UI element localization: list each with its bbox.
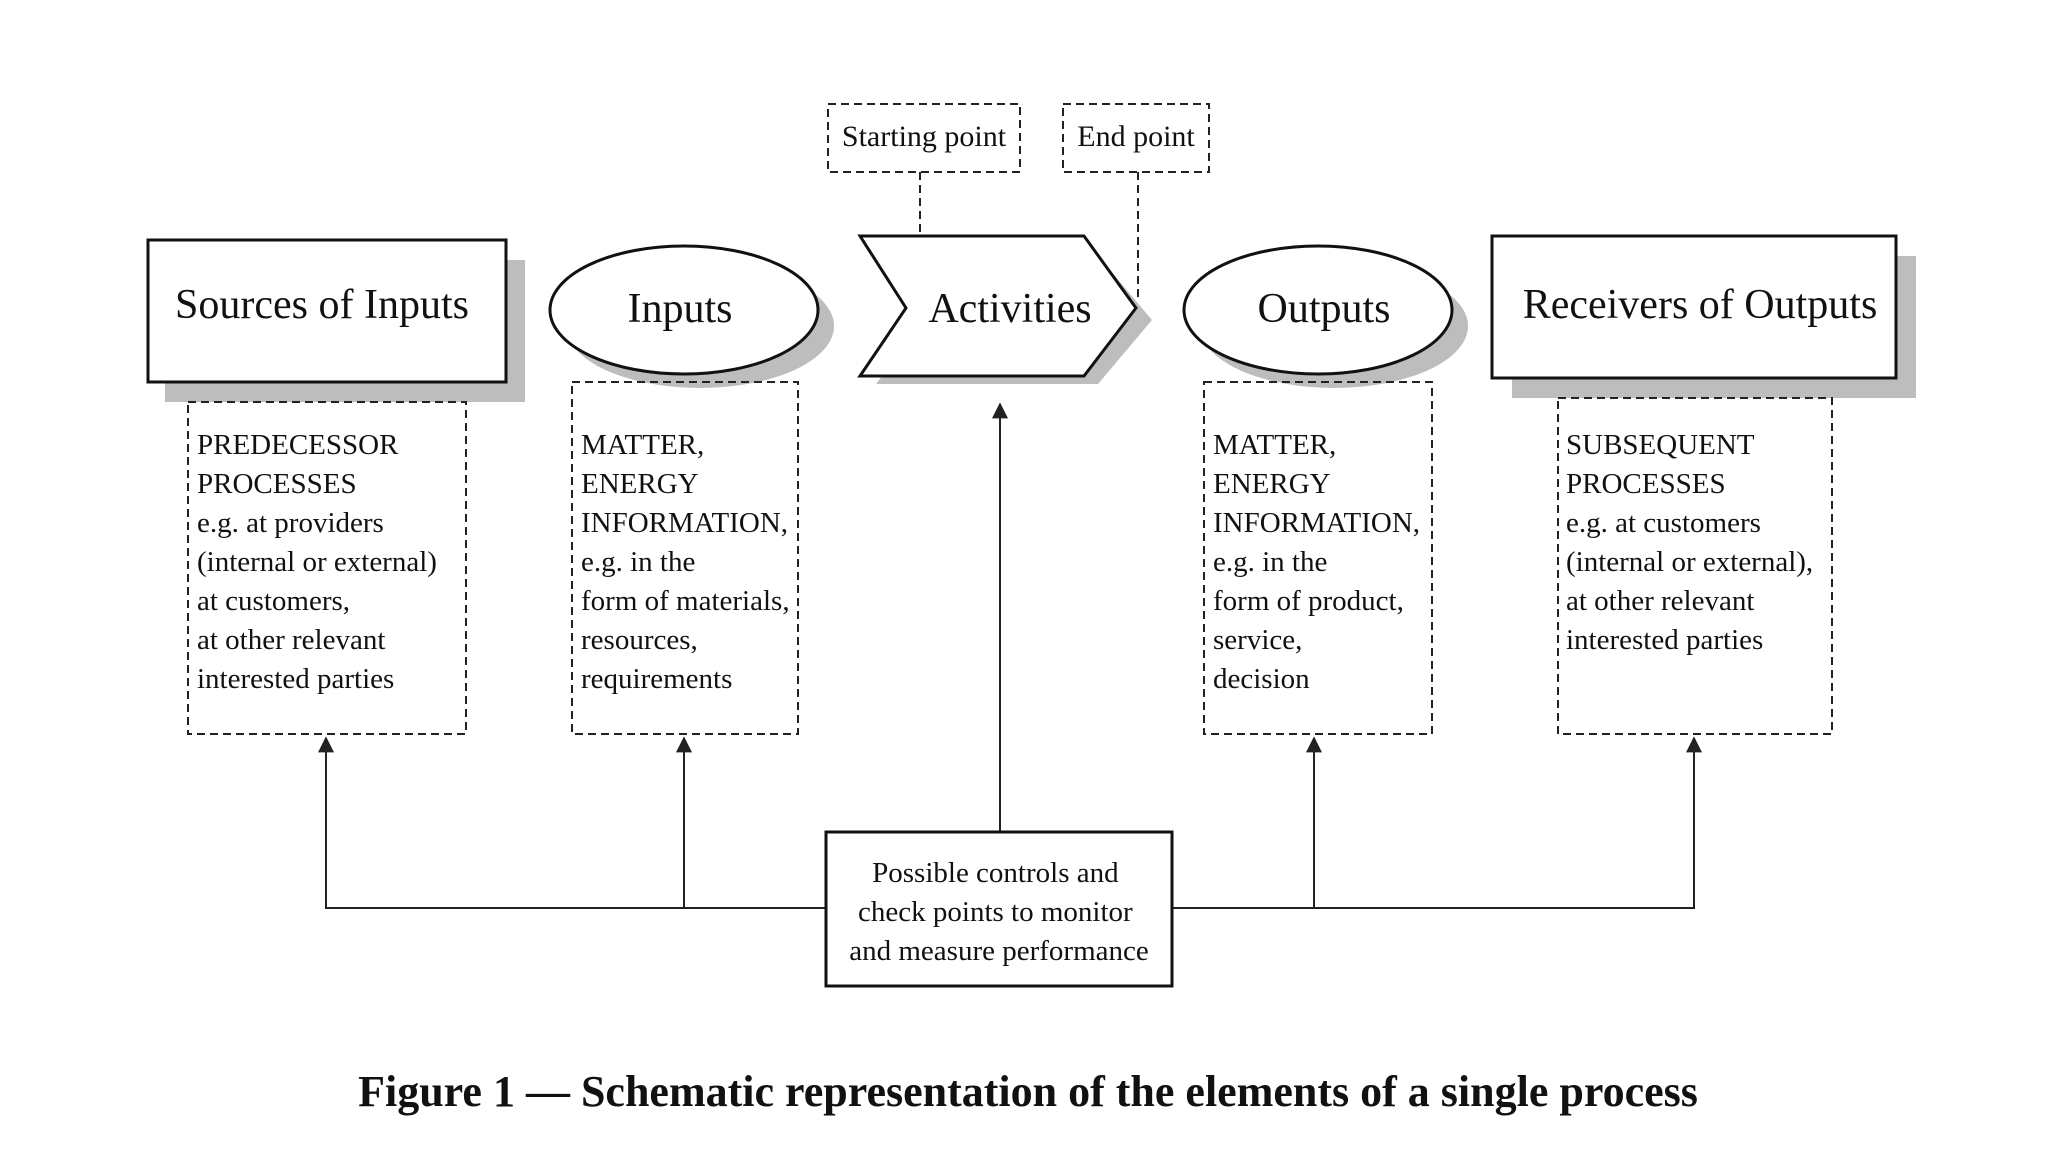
starting-point-label: Starting point — [842, 120, 1007, 153]
end-point-label: End point — [1077, 120, 1195, 153]
receivers-of-outputs-node: Receivers of Outputs — [1490, 234, 1916, 398]
starting-point-marker: Starting point — [827, 103, 1021, 300]
sources-description-box: PREDECESSOR PROCESSES e.g. at providers … — [187, 401, 467, 735]
outputs-description-text: MATTER, ENERGY INFORMATION, e.g. in the … — [1213, 429, 1427, 695]
outputs-description-box: MATTER, ENERGY INFORMATION, e.g. in the … — [1203, 381, 1433, 735]
sources-description-text: PREDECESSOR PROCESSES e.g. at providers … — [197, 429, 444, 695]
activities-node: Activities — [857, 234, 1152, 384]
receivers-description-text: SUBSEQUENT PROCESSES e.g. at customers (… — [1566, 429, 1820, 656]
sources-of-inputs-node: Sources of Inputs — [146, 238, 525, 402]
connector-to-receivers — [1172, 736, 1702, 909]
controls-text: Possible controls and check points to mo… — [849, 857, 1149, 967]
receivers-of-outputs-label: Receivers of Outputs — [1523, 282, 1878, 328]
control-connectors — [318, 402, 1702, 909]
inputs-description-text: MATTER, ENERGY INFORMATION, e.g. in the … — [581, 429, 797, 695]
inputs-node: Inputs — [548, 244, 834, 388]
outputs-node: Outputs — [1182, 244, 1468, 388]
outputs-label: Outputs — [1257, 286, 1390, 332]
figure-caption: Figure 1 — Schematic representation of t… — [358, 1067, 1698, 1116]
activities-label: Activities — [928, 286, 1091, 332]
receivers-description-box: SUBSEQUENT PROCESSES e.g. at customers (… — [1557, 397, 1833, 735]
sources-of-inputs-label: Sources of Inputs — [175, 282, 469, 328]
end-point-marker: End point — [1062, 103, 1210, 300]
inputs-label: Inputs — [628, 286, 733, 332]
connector-to-sources — [318, 736, 826, 909]
controls-box: Possible controls and check points to mo… — [824, 830, 1174, 988]
inputs-description-box: MATTER, ENERGY INFORMATION, e.g. in the … — [571, 381, 799, 735]
